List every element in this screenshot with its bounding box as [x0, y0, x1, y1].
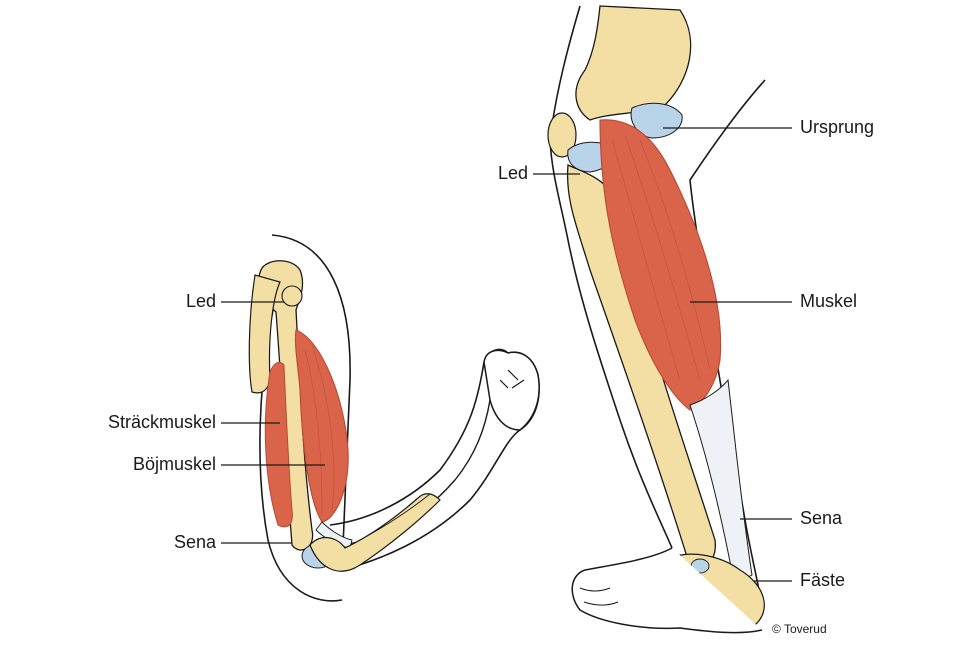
leg-skin-front [549, 5, 673, 549]
label-arm-joint: Led [185, 291, 216, 311]
leader-lines [221, 127, 792, 582]
calf-muscle [599, 119, 722, 411]
label-arm-tendon: Sena [173, 532, 216, 552]
leg-illustration [547, 5, 766, 634]
label-leg-joint: Led [497, 163, 528, 183]
label-arm-extensor: Sträckmuskel [107, 412, 216, 432]
label-leg-origin: Ursprung [800, 117, 875, 137]
label-arm-flexor: Böjmuskel [132, 454, 216, 474]
kneecap [547, 112, 577, 158]
extensor-muscle [264, 361, 293, 528]
forearm-bones [309, 493, 441, 572]
label-leg-tendon: Sena [800, 508, 843, 528]
foot-outline [571, 547, 763, 634]
shoulder-joint [281, 285, 303, 307]
arm-illustration [248, 234, 540, 602]
label-leg-muscle: Muskel [800, 291, 858, 311]
femur-bone [575, 5, 692, 121]
copyright-notice: © Toverud [772, 622, 827, 636]
origin-cartilage [630, 102, 683, 139]
label-leg-insertion: Fäste [800, 570, 846, 590]
fist-outline [483, 349, 540, 431]
achilles-tendon [689, 378, 753, 579]
